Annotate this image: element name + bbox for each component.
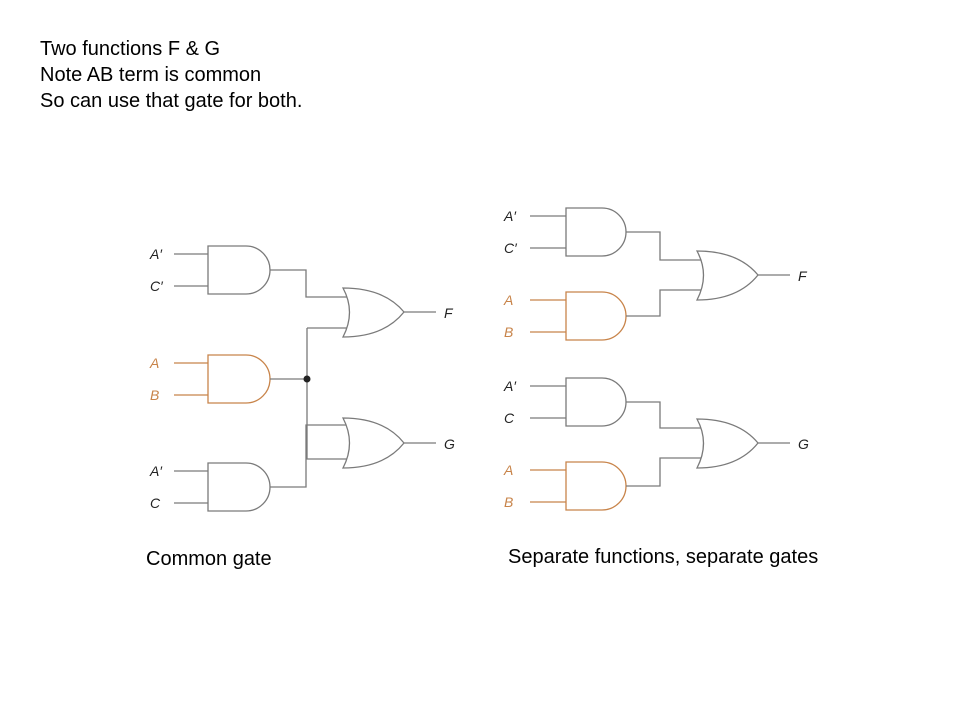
- input-label: B: [150, 387, 159, 403]
- and-gate-3: [174, 424, 348, 512]
- input-label: C′: [504, 240, 518, 256]
- input-label: A′: [149, 463, 163, 479]
- junction-dot: [303, 375, 311, 383]
- input-label: C: [504, 410, 515, 426]
- input-label: C′: [150, 278, 164, 294]
- output-label: F: [798, 268, 808, 284]
- shared-and-gate: [174, 354, 271, 404]
- output-label: F: [444, 305, 454, 321]
- and-gate-1: [530, 207, 702, 261]
- or-gate-f: [341, 287, 436, 338]
- input-label: A′: [503, 208, 517, 224]
- and-gate-1: [174, 245, 348, 298]
- note-line-1: Two functions F & G: [40, 38, 221, 60]
- caption-common-gate: Common gate: [146, 548, 272, 570]
- and-gate-3: [530, 377, 702, 429]
- output-label: G: [798, 436, 809, 452]
- branch-wire: [306, 328, 348, 460]
- and-gate-4: [530, 461, 627, 511]
- note-line-3: So can use that gate for both.: [40, 90, 303, 112]
- input-label: B: [504, 324, 513, 340]
- output-label: G: [444, 436, 455, 452]
- caption-separate-gates: Separate functions, separate gates: [508, 546, 819, 568]
- separate-gates-circuit: A′ C′ A B F A′: [503, 207, 809, 511]
- input-label: A′: [149, 246, 163, 262]
- input-label: A′: [503, 378, 517, 394]
- notes-text-block: Two functions F & G Note AB term is comm…: [40, 36, 302, 114]
- or-gate-g: [341, 417, 436, 469]
- input-label: A: [503, 292, 513, 308]
- common-gate-circuit: A′ C′ A B A′ C: [149, 245, 455, 512]
- or-gate-f: [695, 250, 790, 301]
- and-gate-2: [530, 291, 627, 341]
- input-label: B: [504, 494, 513, 510]
- input-label: A: [503, 462, 513, 478]
- input-label: C: [150, 495, 161, 511]
- note-line-2: Note AB term is common: [40, 64, 262, 86]
- or-gate-g: [695, 418, 790, 469]
- input-label: A: [149, 355, 159, 371]
